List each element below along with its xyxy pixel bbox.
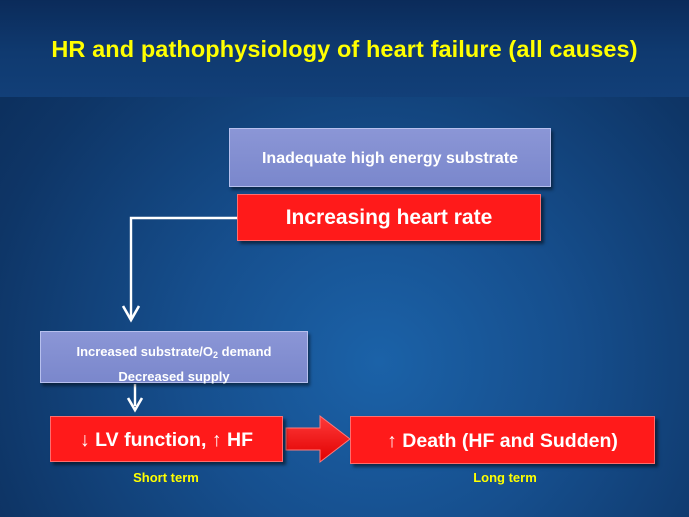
substrate-text: Inadequate high energy substrate: [261, 150, 519, 167]
lv-function-box: ↓ LV function, ↑ HF: [50, 416, 283, 462]
substrate-box: Inadequate high energy substrate: [229, 128, 551, 187]
hr-connector-arrowhead: [121, 305, 141, 323]
demand-down-arrowhead: [126, 397, 144, 413]
short-term-label: Short term: [133, 470, 199, 485]
demand-supply-box: Increased substrate/O2 demand Decreased …: [40, 331, 308, 384]
long-term-label: Long term: [473, 470, 537, 485]
supply-line: Decreased supply: [118, 369, 230, 384]
hr-connector-line: [129, 216, 237, 318]
down-arrow-icon: ↓: [80, 429, 90, 451]
death-box: ↑ Death (HF and Sudden): [350, 416, 655, 464]
demand-suffix: demand: [218, 344, 272, 359]
lv-text-a: LV function,: [89, 429, 212, 451]
slide-title: HR and pathophysiology of heart failure …: [51, 36, 638, 62]
title-band: [0, 0, 689, 97]
demand-line: Increased substrate/O2 demand: [41, 341, 307, 366]
up-arrow-icon: ↑: [211, 429, 222, 451]
heart-rate-text: Increasing heart rate: [285, 206, 493, 229]
demand-prefix: Increased substrate/O: [76, 344, 214, 359]
lv-text-b: HF: [221, 429, 253, 451]
big-right-arrow: [285, 414, 351, 464]
death-text: Death (HF and Sudden): [396, 430, 618, 452]
o2-subscript: 2: [213, 350, 219, 360]
heart-rate-box: Increasing heart rate: [237, 194, 541, 241]
up-arrow-icon: ↑: [387, 430, 397, 452]
